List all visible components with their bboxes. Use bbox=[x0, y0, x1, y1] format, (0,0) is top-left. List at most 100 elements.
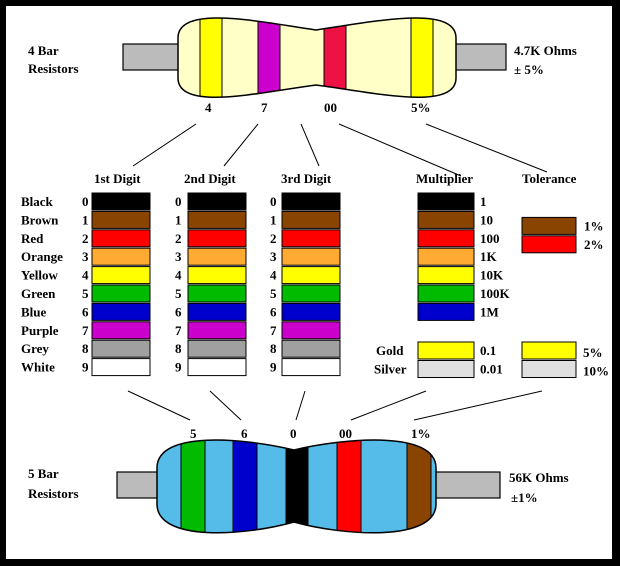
digit-swatch-3 bbox=[281, 247, 341, 266]
multiplier-swatch bbox=[417, 210, 475, 229]
digit-swatch-3 bbox=[281, 192, 341, 211]
digit-value: 0 bbox=[175, 194, 182, 209]
special-multiplier-value: 0.1 bbox=[480, 343, 496, 358]
multiplier-swatch bbox=[417, 247, 475, 266]
digit-value: 7 bbox=[175, 323, 182, 338]
color-name: White bbox=[21, 360, 55, 375]
five-bar-band-brown bbox=[406, 440, 432, 533]
four-bar-band-label: 00 bbox=[324, 100, 337, 115]
color-name: Black bbox=[21, 194, 54, 209]
header-3rd-digit: 3rd Digit bbox=[281, 171, 332, 186]
special-multiplier-value: 0.01 bbox=[480, 362, 503, 377]
four-bar-title-line1: 4 Bar bbox=[28, 43, 59, 58]
digit-value: 1 bbox=[82, 212, 89, 227]
digit-value: 6 bbox=[82, 304, 89, 319]
digit-swatch-1 bbox=[91, 247, 151, 266]
diagram-panel: 4 Bar Resistors 4.7K Ohms ± 5% 5 Bar Res… bbox=[6, 6, 612, 559]
digit-swatch-2 bbox=[187, 284, 247, 303]
digit-swatch-2 bbox=[187, 358, 247, 377]
connector-line bbox=[127, 390, 191, 421]
digit-swatch-2 bbox=[187, 210, 247, 229]
digit-value: 3 bbox=[82, 249, 89, 264]
multiplier-swatch bbox=[417, 302, 475, 321]
digit-value: 5 bbox=[82, 286, 89, 301]
special-multiplier-swatch bbox=[417, 341, 475, 360]
tolerance-value: 2% bbox=[584, 237, 604, 252]
color-name: Purple bbox=[21, 323, 59, 338]
four-bar-band-purple bbox=[257, 18, 281, 98]
digit-value: 9 bbox=[175, 360, 182, 375]
five-bar-bands bbox=[180, 440, 432, 533]
digit-value: 6 bbox=[175, 304, 182, 319]
digit-value: 1 bbox=[270, 212, 277, 227]
four-bar-band-label: 7 bbox=[261, 100, 268, 115]
digit-swatch-3 bbox=[281, 229, 341, 248]
digit-swatch-1 bbox=[91, 321, 151, 340]
digit-value: 4 bbox=[270, 268, 277, 283]
resistor-color-code-diagram: 4 Bar Resistors 4.7K Ohms ± 5% 5 Bar Res… bbox=[21, 17, 609, 534]
connector-line bbox=[413, 390, 543, 421]
five-bar-value-line2: ±1% bbox=[511, 490, 538, 505]
special-tolerance-swatch bbox=[521, 341, 577, 360]
five-bar-band-blue bbox=[232, 440, 258, 533]
header-2nd-digit: 2nd Digit bbox=[184, 171, 236, 186]
digit-value: 0 bbox=[270, 194, 277, 209]
four-bar-bands bbox=[199, 18, 434, 98]
four-bar-band-label: 4 bbox=[205, 100, 212, 115]
digit-swatch-2 bbox=[187, 339, 247, 358]
color-name: Blue bbox=[21, 304, 47, 319]
special-tolerance-swatch bbox=[521, 360, 577, 378]
connector-lines bbox=[127, 123, 548, 421]
digit-value: 8 bbox=[270, 341, 277, 356]
digit-value: 5 bbox=[175, 286, 182, 301]
five-bar-band-green bbox=[180, 440, 206, 533]
four-bar-band-labels: 4 7 00 5% bbox=[205, 100, 431, 115]
special-name: Gold bbox=[376, 343, 404, 358]
multiplier-swatch bbox=[417, 229, 475, 248]
four-bar-value-line2: ± 5% bbox=[514, 62, 544, 77]
digit-swatch-3 bbox=[281, 210, 341, 229]
five-bar-band-black bbox=[285, 440, 309, 533]
four-bar-resistor bbox=[122, 17, 507, 98]
five-bar-band-red bbox=[336, 440, 362, 533]
color-name: Grey bbox=[21, 341, 49, 356]
digit-value: 6 bbox=[270, 304, 277, 319]
digit-swatch-2 bbox=[187, 266, 247, 285]
four-bar-band-label: 5% bbox=[411, 100, 431, 115]
multiplier-value: 10K bbox=[480, 268, 504, 283]
connector-line bbox=[295, 390, 306, 421]
multiplier-swatch bbox=[417, 192, 475, 211]
connector-line bbox=[132, 123, 197, 167]
multiplier-value: 1 bbox=[480, 194, 487, 209]
digit-swatch-3 bbox=[281, 358, 341, 377]
multiplier-swatch bbox=[417, 284, 475, 303]
multiplier-value: 10 bbox=[480, 212, 493, 227]
digit-value: 9 bbox=[82, 360, 89, 375]
five-bar-title-line1: 5 Bar bbox=[28, 466, 59, 481]
color-name: Orange bbox=[21, 249, 63, 264]
five-bar-band-label: 5 bbox=[190, 426, 197, 441]
four-bar-value-line1: 4.7K Ohms bbox=[514, 43, 577, 58]
color-name: Yellow bbox=[21, 268, 58, 283]
digit-value: 4 bbox=[82, 268, 89, 283]
digit-swatch-1 bbox=[91, 266, 151, 285]
five-bar-title-line2: Resistors bbox=[28, 486, 79, 501]
header-tolerance: Tolerance bbox=[522, 171, 577, 186]
four-bar-band-gold bbox=[410, 18, 434, 98]
digit-value: 5 bbox=[270, 286, 277, 301]
multiplier-value: 100K bbox=[480, 286, 511, 301]
digit-swatch-3 bbox=[281, 284, 341, 303]
multiplier-value: 100 bbox=[480, 231, 500, 246]
digit-swatch-2 bbox=[187, 229, 247, 248]
four-bar-band-red bbox=[323, 18, 347, 98]
digit-value: 9 bbox=[270, 360, 277, 375]
five-bar-resistor bbox=[116, 439, 501, 534]
five-bar-band-label: 00 bbox=[339, 426, 352, 441]
digit-swatch-1 bbox=[91, 339, 151, 358]
color-name: Brown bbox=[21, 212, 59, 227]
four-bar-band-yellow bbox=[199, 18, 223, 98]
digit-value: 2 bbox=[270, 231, 277, 246]
